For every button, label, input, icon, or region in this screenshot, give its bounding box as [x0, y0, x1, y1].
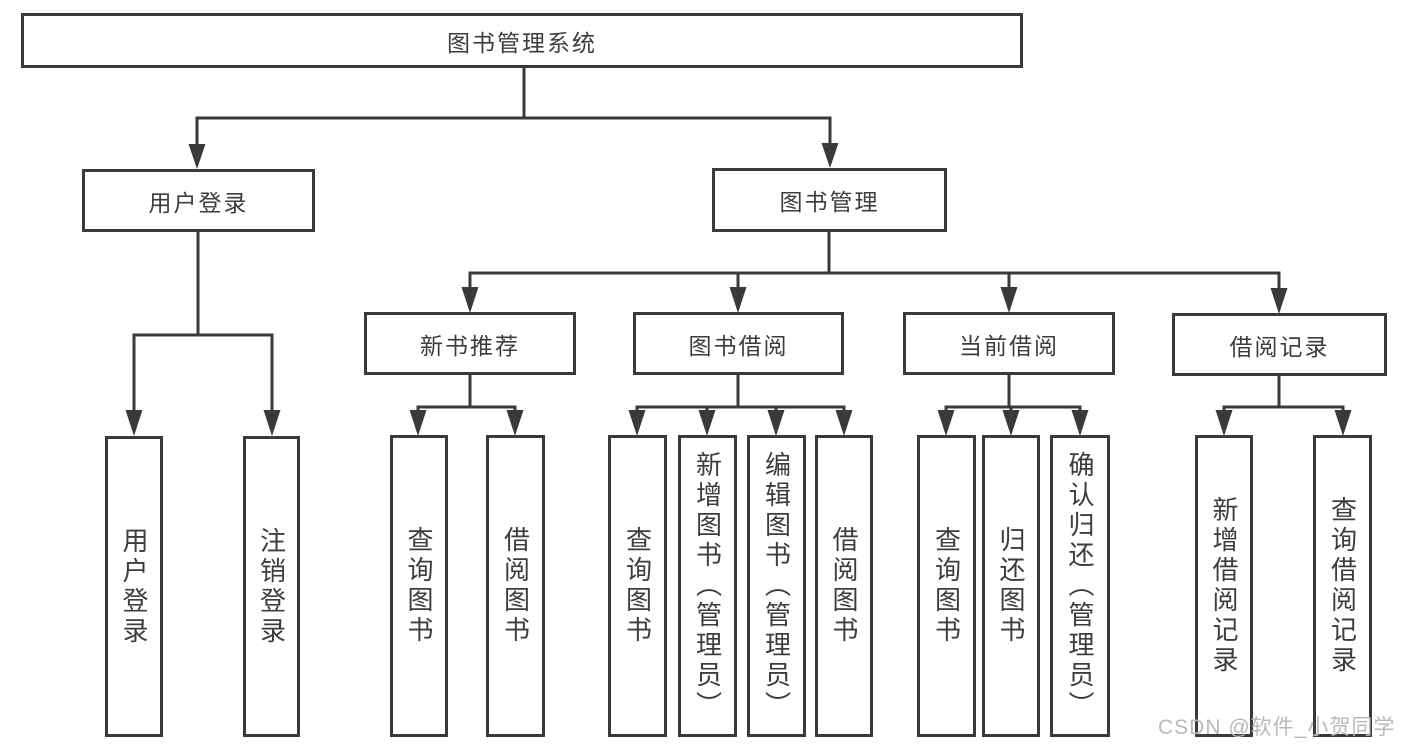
node-book-borrow: 图书借阅 [633, 312, 844, 375]
leaf-edit-book-admin: 编辑图书（管理员） [747, 435, 806, 737]
node-new-book-recommend: 新书推荐 [364, 312, 576, 375]
node-borrow-records: 借阅记录 [1172, 313, 1387, 376]
leaf-logout: 注销登录 [243, 436, 300, 737]
node-current-borrow: 当前借阅 [903, 312, 1115, 375]
node-root: 图书管理系统 [21, 13, 1023, 68]
leaf-query-books-current: 查询图书 [917, 435, 976, 737]
node-book-management: 图书管理 [712, 168, 947, 232]
leaf-add-borrow-record: 新增借阅记录 [1195, 435, 1253, 737]
csdn-watermark: CSDN @软件_小贺同学 [1158, 716, 1396, 739]
node-user-login: 用户登录 [82, 169, 315, 232]
leaf-confirm-return-admin: 确认归还（管理员） [1050, 435, 1110, 737]
leaf-add-book-admin: 新增图书（管理员） [678, 435, 737, 737]
leaf-query-borrow-record: 查询借阅记录 [1313, 435, 1372, 737]
leaf-user-login: 用户登录 [105, 436, 163, 737]
leaf-borrow-books-recommend: 借阅图书 [486, 435, 545, 737]
leaf-query-books-recommend: 查询图书 [390, 435, 448, 737]
leaf-return-books: 归还图书 [982, 435, 1040, 737]
leaf-borrow-books: 借阅图书 [815, 435, 873, 737]
leaf-query-books-borrow: 查询图书 [608, 435, 667, 737]
